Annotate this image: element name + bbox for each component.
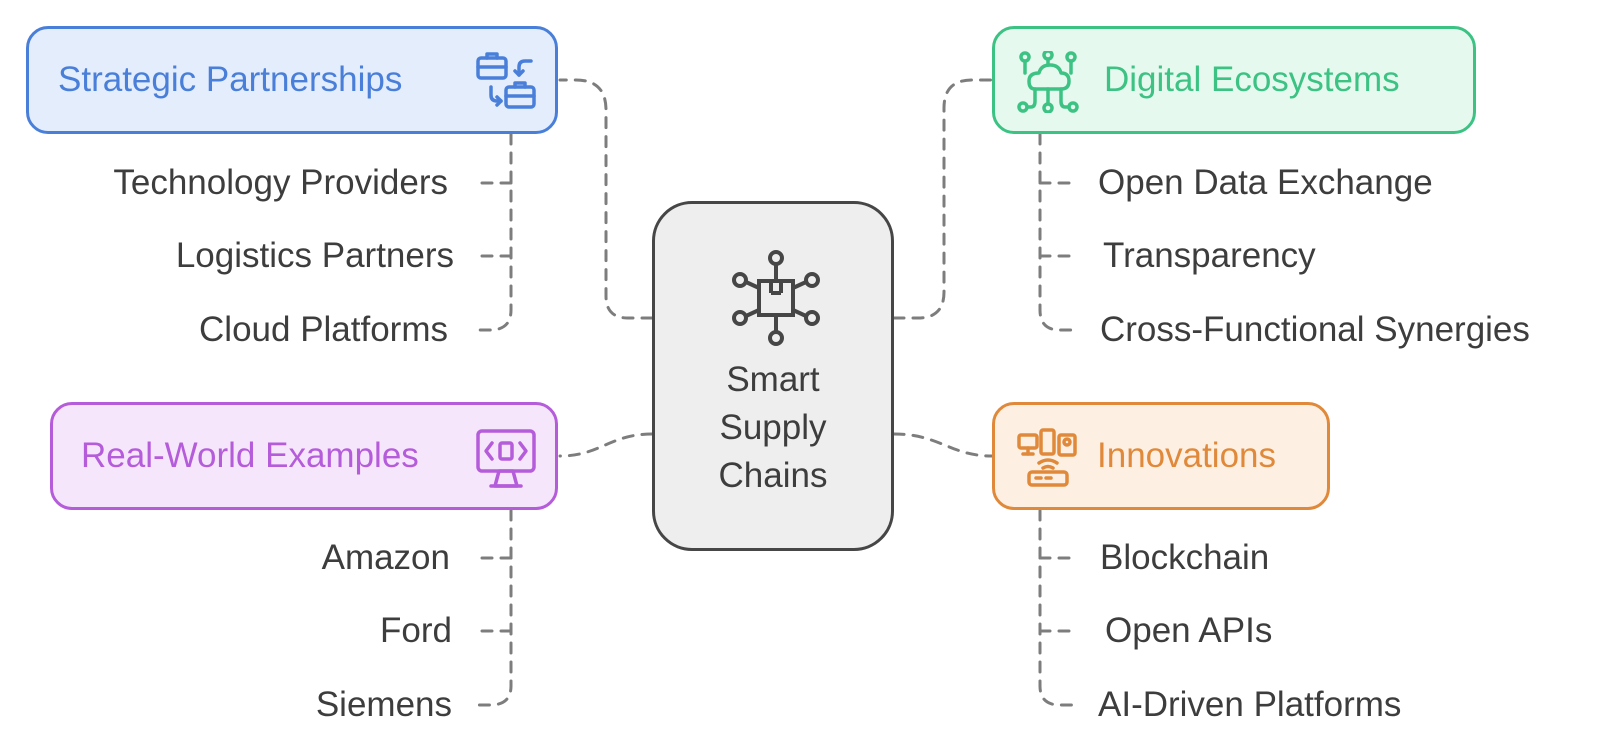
branch-strategic-partnerships: Strategic Partnerships [26, 26, 558, 134]
cloud-network-icon [1017, 51, 1079, 113]
branch-innovations: Innovations [992, 402, 1330, 510]
branch-title: Real-World Examples [81, 436, 419, 475]
connector-digital-trunk [1038, 132, 1078, 332]
center-title: Smart Supply Chains [655, 356, 891, 500]
connector-digital [892, 78, 994, 320]
leaf-cross-functional-synergies: Cross-Functional Synergies [1100, 310, 1530, 349]
leaf-technology-providers: Technology Providers [113, 163, 448, 202]
connector-strategic-trunk [472, 132, 513, 332]
center-title-line-1: Smart [726, 360, 820, 399]
connector-realworld-trunk [472, 508, 513, 707]
connected-devices-icon [1017, 428, 1077, 487]
leaf-amazon: Amazon [321, 538, 450, 577]
leaf-cloud-platforms: Cloud Platforms [199, 310, 448, 349]
connector-strategic [558, 78, 654, 320]
branch-digital-ecosystems: Digital Ecosystems [992, 26, 1476, 134]
branch-title: Strategic Partnerships [58, 60, 403, 99]
branch-title: Digital Ecosystems [1104, 60, 1400, 99]
leaf-blockchain: Blockchain [1100, 538, 1270, 577]
leaf-open-data-exchange: Open Data Exchange [1098, 163, 1433, 202]
supply-network-icon [732, 250, 820, 346]
branch-title: Innovations [1097, 436, 1277, 475]
connector-innovations-trunk [1038, 508, 1078, 707]
leaf-transparency: Transparency [1103, 236, 1316, 275]
center-node: Smart Supply Chains [652, 201, 894, 551]
leaf-ai-driven-platforms: AI-Driven Platforms [1098, 685, 1402, 724]
center-title-line-2: Supply [719, 408, 827, 447]
branch-real-world-examples: Real-World Examples [50, 402, 558, 510]
leaf-ford: Ford [380, 611, 452, 650]
leaf-siemens: Siemens [315, 685, 452, 724]
connector-realworld [558, 432, 654, 458]
connector-innovations [892, 432, 994, 458]
monitor-code-icon [476, 429, 536, 488]
partnership-briefcase-exchange-icon [476, 52, 536, 109]
leaf-open-apis: Open APIs [1105, 611, 1273, 650]
center-title-line-3: Chains [718, 456, 828, 495]
leaf-logistics-partners: Logistics Partners [175, 236, 454, 275]
